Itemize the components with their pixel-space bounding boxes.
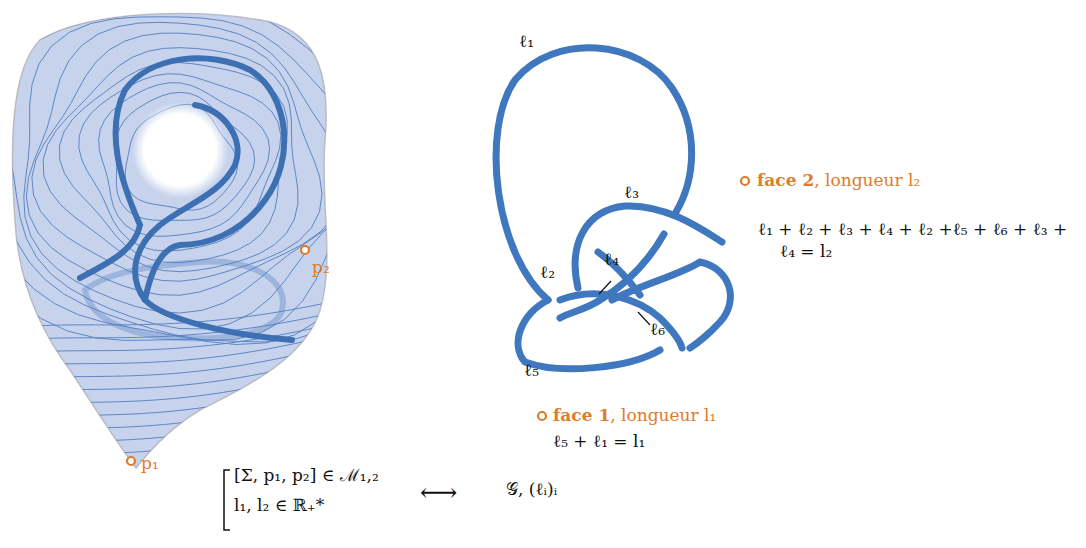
ribbon-graph xyxy=(135,105,237,300)
ribbon-edge xyxy=(612,262,730,348)
math-label: [Σ, p₁, p₂] ∈ ℳ₁,₂ xyxy=(234,464,379,486)
math-label: , longueur l₂ xyxy=(814,169,920,191)
math-label: p₁ xyxy=(141,452,159,474)
math-label: ℓ₁ + ℓ₂ + ℓ₃ + ℓ₄ + ℓ₂ +ℓ₅ + ℓ₆ + ℓ₃ + ℓ… xyxy=(758,218,1080,262)
contour-line xyxy=(0,399,340,447)
ribbon-edge xyxy=(518,300,660,369)
math-label: ℓ₁ xyxy=(519,30,534,52)
marked-point xyxy=(127,457,135,465)
math-label: ℓ₃ xyxy=(624,181,639,203)
math-label: l₁, l₂ ∈ ℝ₊* xyxy=(234,494,324,516)
math-label: p₂ xyxy=(312,256,330,278)
marked-point xyxy=(301,246,309,254)
contour-line xyxy=(99,83,270,237)
math-label: , longueur l₁ xyxy=(610,404,716,426)
contour-line xyxy=(0,366,340,408)
contour-line xyxy=(0,0,391,342)
math-label: ℓ₂ xyxy=(540,261,555,283)
ribbon-edge xyxy=(560,294,682,348)
math-label: ℓ₅ + ℓ₁ = l₁ xyxy=(553,430,645,452)
contour-line xyxy=(0,0,382,345)
math-label: ℓ₄ xyxy=(604,248,619,270)
math-label: ⟷ xyxy=(420,476,457,510)
math-label: face 1 xyxy=(553,404,610,426)
math-label: ℓ₅ xyxy=(524,359,539,381)
math-label: 𝒢, (ℓᵢ)ᵢ xyxy=(506,478,557,500)
ribbon-edge xyxy=(496,48,692,300)
contour-line xyxy=(0,377,340,421)
ribbon-hidden xyxy=(85,262,283,339)
ribbon-graph xyxy=(80,58,292,340)
math-label: face 2 xyxy=(757,169,814,191)
contour-line xyxy=(0,355,340,395)
face-marker xyxy=(538,412,546,420)
contour-line xyxy=(79,74,281,251)
surface-hole xyxy=(132,102,228,198)
contour-line xyxy=(0,410,340,460)
contour-line xyxy=(3,7,373,329)
leader-line xyxy=(599,281,611,294)
leader-line xyxy=(638,312,650,325)
math-label: ℓ₆ xyxy=(650,318,665,340)
contour-line xyxy=(0,0,379,340)
contour-line xyxy=(0,388,340,434)
bracket xyxy=(224,470,230,530)
contour-line xyxy=(0,344,340,382)
contour-line xyxy=(60,63,288,263)
face-marker xyxy=(741,177,749,185)
contour-line xyxy=(116,92,255,220)
ribbon-edge xyxy=(575,206,722,288)
